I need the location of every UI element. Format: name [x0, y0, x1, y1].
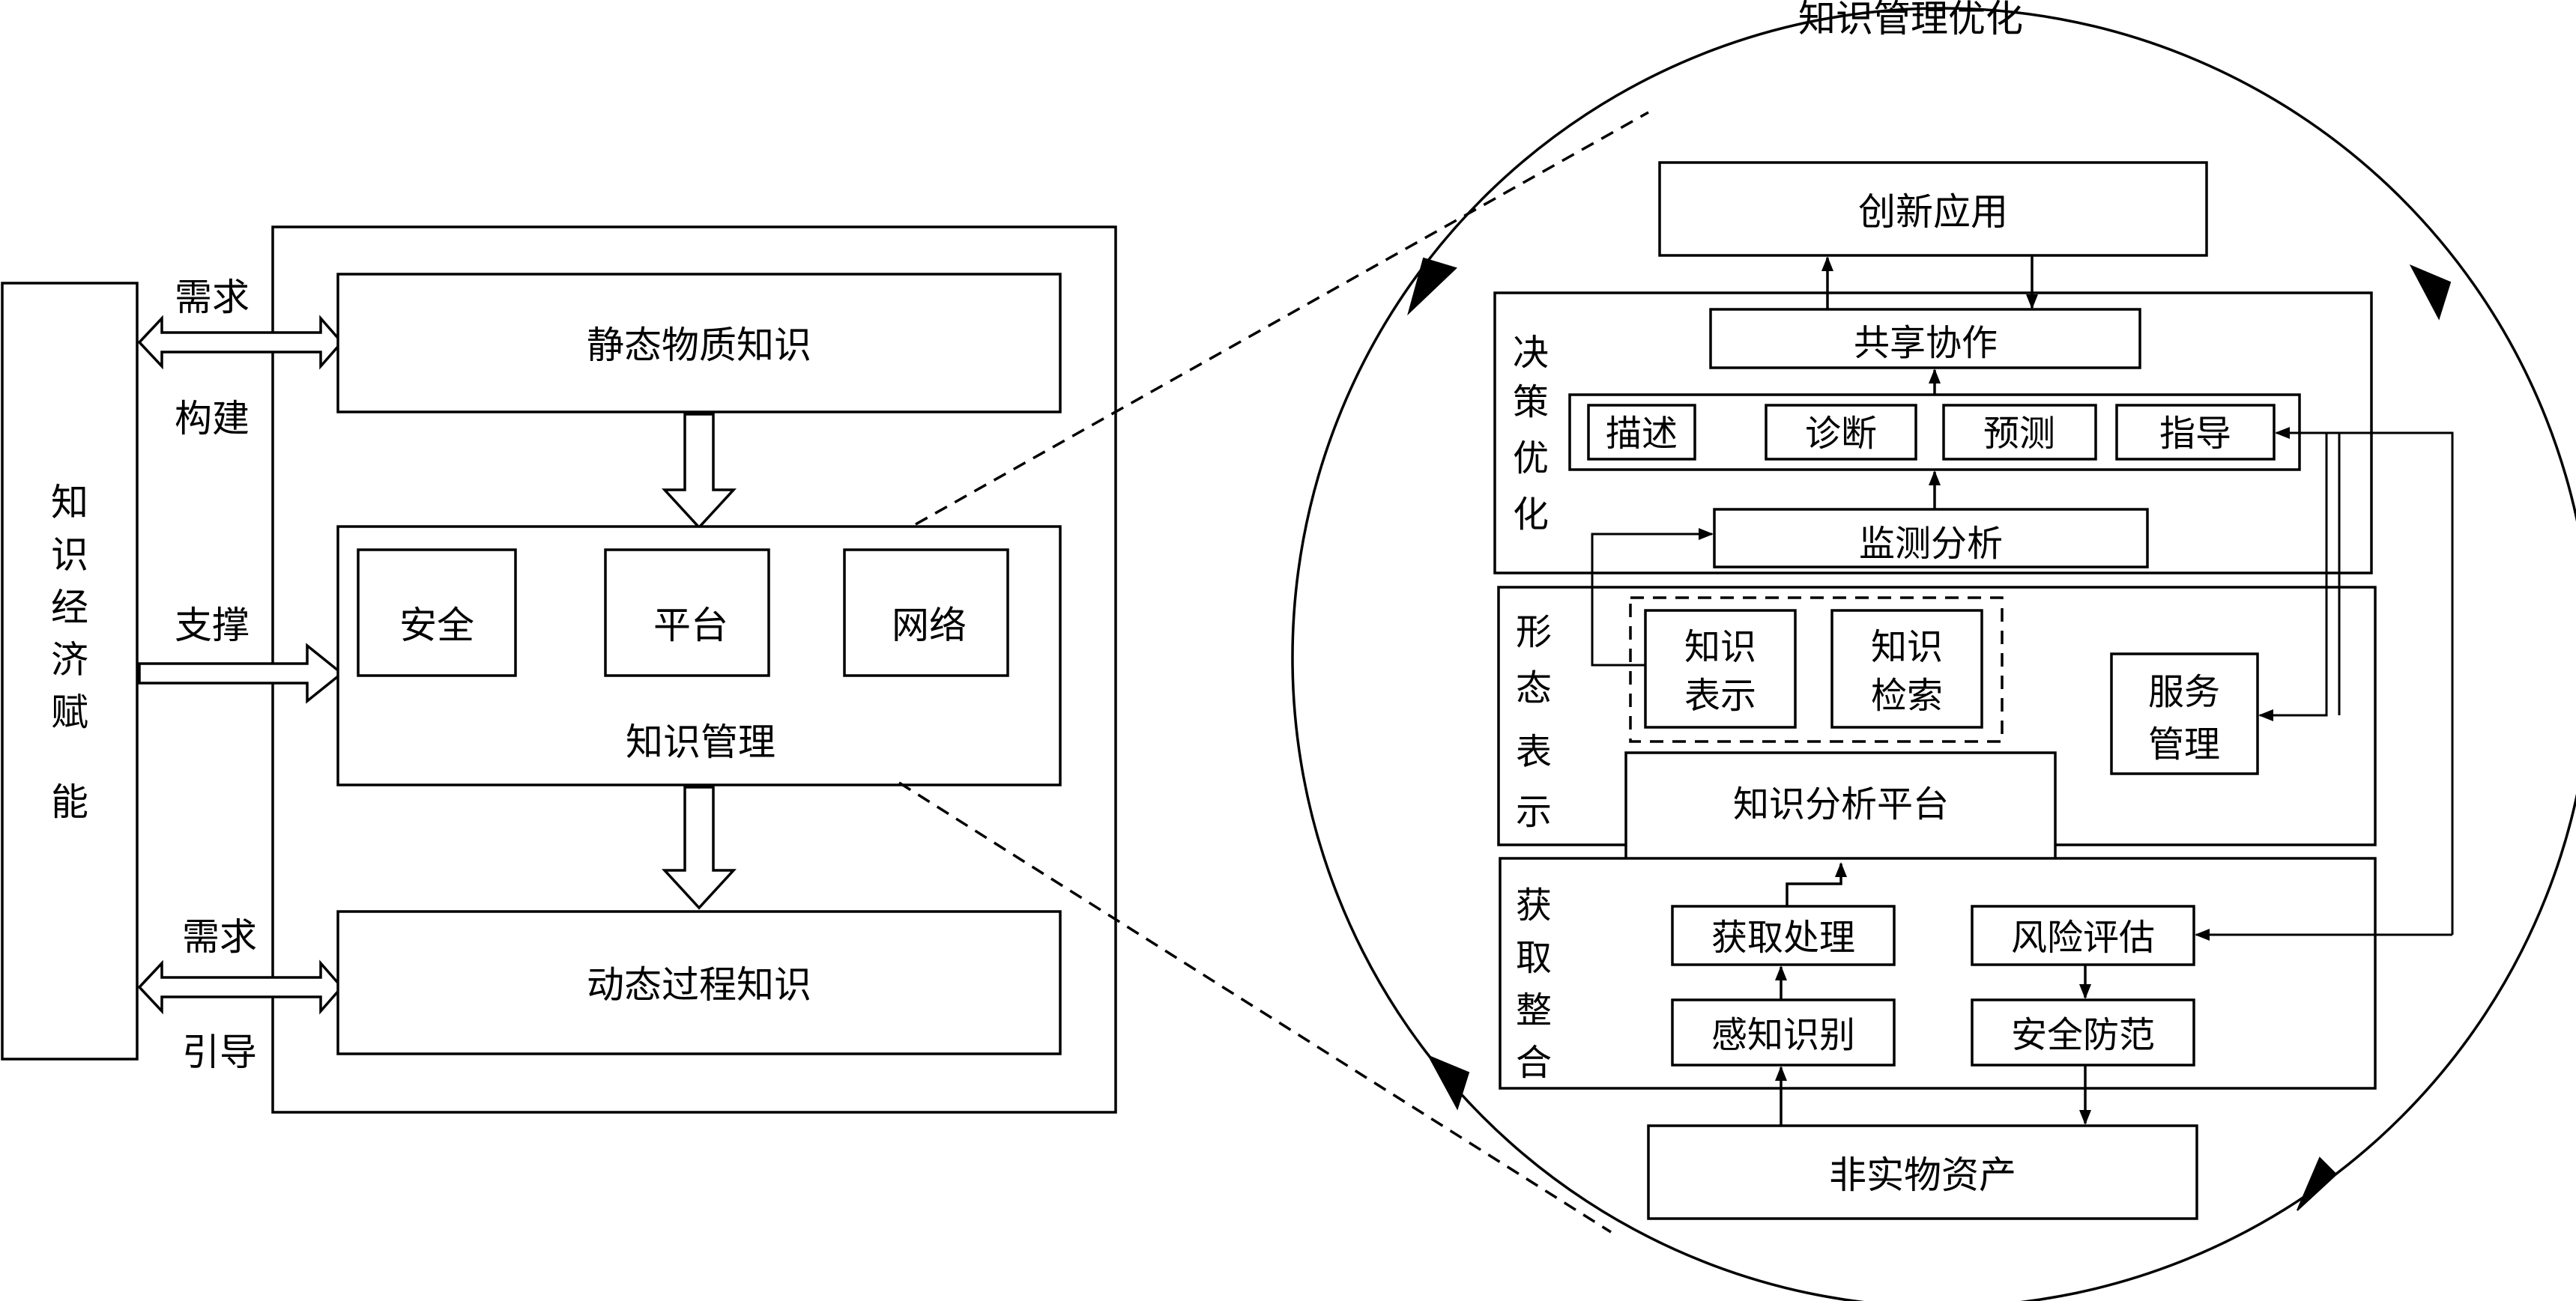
diagnose-label: 诊断	[1805, 413, 1877, 455]
support-arrow	[138, 643, 344, 704]
knowledge-rep-line1: 知识	[1684, 626, 1756, 668]
monitoring-label: 监测分析	[1859, 523, 2003, 565]
svg-text:能: 能	[51, 780, 88, 824]
knowledge-search-line2: 检索	[1871, 675, 1943, 717]
risk-label: 风险评估	[2011, 917, 2155, 959]
network-label: 网络	[892, 604, 967, 647]
guide-label: 指导	[2159, 413, 2231, 455]
static-knowledge-label: 静态物质知识	[587, 324, 811, 367]
security-box-right	[1971, 998, 2195, 1067]
risk-box	[1971, 905, 2195, 966]
svg-text:济: 济	[51, 638, 88, 682]
intangible-assets-box	[1647, 1124, 2198, 1220]
svg-text:优: 优	[1513, 437, 1549, 479]
knowledge-search-box	[1830, 609, 1983, 729]
left-diagram: 知 识 经 济 赋 能 需求 构建 支撑 需求 引导 静态物质知识 安全 平台 …	[1, 225, 1117, 1114]
cycle-arrow-top-left	[1407, 257, 1457, 316]
svg-text:化: 化	[1513, 494, 1549, 536]
optimization-title: 知识管理优化	[1798, 0, 2023, 40]
svg-text:决: 决	[1513, 332, 1549, 374]
sharing-label: 共享协作	[1854, 322, 1998, 364]
arrow-rep-to-monitoring	[1591, 528, 1714, 667]
perception-box	[1671, 998, 1896, 1067]
monitoring-box	[1713, 508, 2149, 568]
down-arrow-2	[662, 786, 737, 910]
svg-text:表: 表	[1516, 731, 1552, 773]
svg-text:识: 识	[51, 533, 88, 577]
knowledge-rep-box	[1644, 609, 1797, 729]
zoom-line-bottom	[898, 781, 1612, 1234]
platform-label: 平台	[653, 604, 728, 647]
predict-box	[1942, 404, 2097, 461]
svg-text:获: 获	[1516, 885, 1552, 927]
bottom-arrow-above-label: 需求	[182, 915, 257, 959]
security-box	[357, 548, 517, 677]
sharing-box	[1709, 308, 2141, 369]
cycle-arrow-bottom-left	[1427, 1054, 1470, 1111]
intangible-assets-label: 非实物资产	[1829, 1153, 2016, 1197]
predict-label: 预测	[1983, 413, 2055, 455]
bottom-arrow-below-label: 引导	[182, 1031, 257, 1074]
top-arrow-below-label: 构建	[175, 397, 250, 440]
innovation-label: 创新应用	[1858, 190, 2008, 234]
knowledge-economy-label: 知 识 经 济 赋 能	[51, 481, 88, 824]
arrow-loop-to-guide	[2275, 427, 2454, 935]
acquisition-panel	[1499, 857, 2377, 1090]
innovation-box	[1658, 161, 2208, 257]
representation-panel-label: 形 态 表 示	[1516, 611, 1552, 833]
zoom-line-top	[915, 111, 1649, 526]
cycle-circle	[1291, 7, 2576, 1301]
dynamic-knowledge-label: 动态过程知识	[587, 963, 811, 1007]
svg-text:形: 形	[1516, 611, 1552, 653]
svg-text:示: 示	[1516, 791, 1552, 833]
down-arrow-1	[662, 413, 737, 530]
platform-label-right: 知识分析平台	[1733, 783, 1949, 825]
cycle-arrow-bottom-right	[2297, 1156, 2338, 1211]
knowledge-economy-box	[1, 282, 139, 1061]
describe-label: 描述	[1606, 413, 1678, 455]
acquisition-panel-label: 获 取 整 合	[1516, 885, 1552, 1084]
decision-panel-label: 决 策 优 化	[1513, 332, 1549, 536]
svg-text:整: 整	[1516, 989, 1552, 1031]
security-label-right: 安全防范	[2011, 1014, 2155, 1056]
knowledge-mgmt-title: 知识管理	[626, 721, 775, 764]
service-mgmt-line2: 管理	[2148, 724, 2220, 765]
svg-text:策: 策	[1513, 381, 1549, 423]
knowledge-rep-line2: 表示	[1684, 675, 1756, 717]
diagnose-box	[1765, 404, 1917, 461]
svg-text:知: 知	[51, 481, 88, 524]
mid-arrow-above-label: 支撑	[175, 604, 250, 647]
guide-to-service-line	[2258, 433, 2328, 721]
processing-box	[1671, 905, 1896, 966]
svg-text:经: 经	[51, 586, 88, 629]
knowledge-search-line1: 知识	[1871, 626, 1943, 668]
perception-label: 感知识别	[1711, 1014, 1855, 1056]
service-mgmt-box	[2110, 652, 2259, 775]
svg-text:赋: 赋	[51, 691, 88, 734]
retrieval-group	[1629, 596, 2004, 743]
platform-box	[604, 548, 770, 677]
svg-text:取: 取	[1516, 937, 1552, 979]
network-box	[843, 548, 1009, 677]
arrow-processing-to-platform	[1786, 862, 1847, 906]
security-label: 安全	[399, 604, 474, 647]
platform-box-right	[1624, 751, 2057, 863]
svg-text:合: 合	[1516, 1042, 1552, 1084]
processing-label: 获取处理	[1711, 917, 1855, 959]
svg-text:态: 态	[1516, 667, 1552, 709]
describe-box	[1587, 404, 1696, 461]
service-mgmt-line1: 服务	[2148, 671, 2220, 713]
dynamic-knowledge-box	[336, 910, 1062, 1055]
top-arrow-above-label: 需求	[175, 276, 250, 319]
static-knowledge-box	[336, 273, 1062, 413]
cycle-arrow-top-right	[2409, 264, 2452, 321]
guide-box	[2115, 404, 2276, 461]
right-diagram: 知识管理优化 创新应用 决 策 优 化 共享协作 描述 诊断	[1291, 0, 2576, 1301]
